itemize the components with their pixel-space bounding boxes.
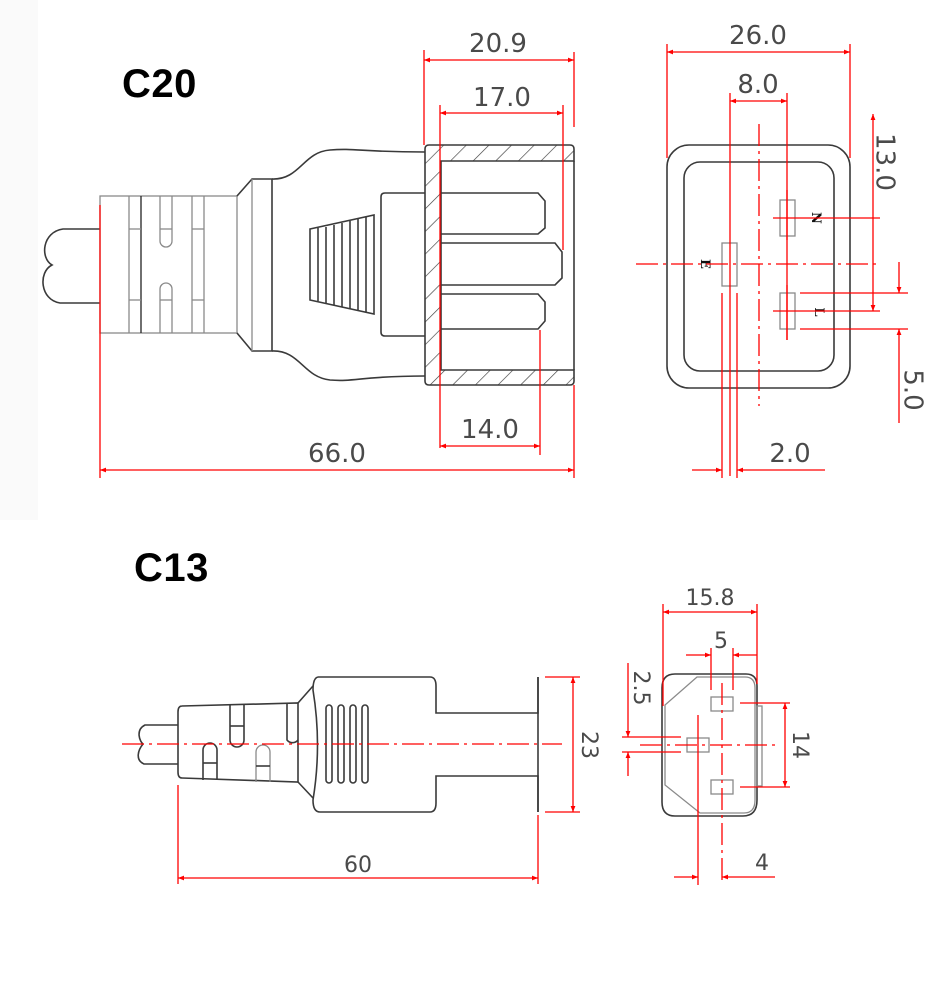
dim-c20-front-width: 26.0 <box>729 21 787 51</box>
dim-c20-earth-thickness: 2.0 <box>769 439 810 469</box>
scan-shade <box>0 0 38 520</box>
dim-c13-earth-width: 2.5 <box>628 671 653 706</box>
dim-c13-overall-length: 60 <box>344 853 372 878</box>
c20-pin-top <box>441 192 546 235</box>
c13-boot-grooves <box>202 704 299 782</box>
dim-c13-earth-offset: 4 <box>755 851 769 876</box>
dim-c20-pin-length: 14.0 <box>461 415 519 445</box>
c20-side-dimensions: 20.9 17.0 14.0 66.0 <box>99 29 575 478</box>
c13-front-side-rib <box>756 705 763 787</box>
c20-boot <box>99 195 238 334</box>
c20-boot-grooves <box>128 196 205 333</box>
dim-c13-front-width: 15.8 <box>686 586 735 611</box>
c13-body <box>312 676 539 813</box>
dim-c20-pin-offset: 13.0 <box>870 133 900 191</box>
c20-label-line: L <box>811 307 826 316</box>
c20-body-block <box>380 192 425 337</box>
c20-collar <box>236 178 273 352</box>
dim-c13-height: 23 <box>576 731 601 759</box>
c13-body-top <box>318 676 539 714</box>
dim-c13-pin-vertical-spacing: 14 <box>787 731 812 759</box>
c13-boot <box>177 702 299 783</box>
c20-front-dimensions: 26.0 8.0 13.0 5.0 2.0 <box>636 21 928 478</box>
dim-c20-pin-width: 5.0 <box>898 369 928 410</box>
dim-c20-overall-length: 66.0 <box>308 439 366 469</box>
c20-pin-bottom <box>441 293 546 330</box>
c13-front-dimensions: 15.8 5 2.5 14 4 <box>622 586 812 885</box>
dim-c20-inner-depth: 17.0 <box>473 83 531 113</box>
c20-cable <box>42 228 100 304</box>
c13-side-dimensions: 23 60 <box>122 676 601 884</box>
c20-title: C20 <box>122 62 197 106</box>
c20-grip-ribs <box>309 214 375 315</box>
c20-pin-middle <box>441 242 563 286</box>
c13-title: C13 <box>134 546 209 590</box>
dim-c20-pin-spacing: 8.0 <box>737 70 778 100</box>
c20-housing-section <box>424 144 575 386</box>
c20-side-view <box>42 144 575 386</box>
dim-c20-housing-depth: 20.9 <box>469 29 527 59</box>
c20-neck-bottom <box>271 350 426 382</box>
c20-neck-top <box>271 148 426 180</box>
c20-label-earth: E <box>697 259 712 269</box>
c13-front-keyed <box>664 676 756 814</box>
dim-c13-pin-spacing: 5 <box>714 629 728 654</box>
